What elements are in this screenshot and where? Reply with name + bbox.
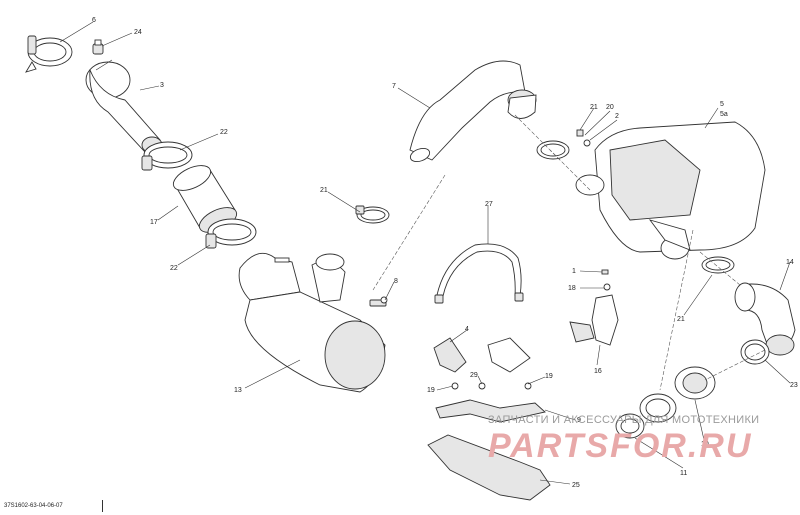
drawing-id: 37S1602-63-04-06-07 <box>4 503 63 509</box>
watermark-logo: PARTSFOR.RU <box>488 427 752 465</box>
callout-1: 1 <box>572 268 576 275</box>
callout-19-left: 19 <box>427 387 435 394</box>
part-21-clamp-right-top <box>536 140 570 160</box>
part-18-nut <box>603 283 611 291</box>
part-20-nut <box>576 129 584 137</box>
callout-22-lower: 22 <box>170 265 178 272</box>
part-4-heat-shields <box>433 337 531 373</box>
callout-21-right: 21 <box>677 316 685 323</box>
part-21-clamp-center <box>355 205 390 224</box>
part-7-tube <box>409 60 537 163</box>
callout-29: 29 <box>470 372 478 379</box>
callout-11: 11 <box>680 470 687 477</box>
part-27-strap <box>434 243 524 304</box>
drawing-id-divider <box>102 500 103 512</box>
callout-13: 13 <box>234 387 242 394</box>
watermark-logo-text: PARTSFOR.RU <box>488 427 752 465</box>
part-21-clamp-right <box>701 256 735 274</box>
callout-27: 27 <box>485 201 493 208</box>
callout-23: 23 <box>790 382 798 389</box>
callout-9: 9 <box>577 417 581 424</box>
part-9-plate <box>435 382 546 423</box>
callout-5a: 5a <box>720 111 728 118</box>
callout-5: 5 <box>720 101 724 108</box>
callout-20: 20 <box>606 104 614 111</box>
part-8-sensor <box>369 296 388 307</box>
part-2-washer <box>583 139 591 147</box>
callout-21-center: 21 <box>320 187 328 194</box>
watermark-caption: ЗАПЧАСТИ И АКСЕССУАРЫ ДЛЯ МОТОТЕХНИКИ <box>488 414 760 426</box>
assembly-lines <box>372 114 766 391</box>
callout-3: 3 <box>160 82 164 89</box>
part-13-muffler <box>238 252 386 393</box>
callout-7: 7 <box>392 83 396 90</box>
callout-6-top: 6 <box>92 17 96 24</box>
leader-lines <box>59 21 791 469</box>
callout-16: 16 <box>594 368 602 375</box>
callout-25: 25 <box>572 482 580 489</box>
part-22-clamp-lower <box>205 218 257 249</box>
callout-21-right-top: 21 <box>590 104 598 111</box>
callout-labels: 6 24 3 22 17 22 13 7 21 8 27 21 20 2 5 5… <box>92 17 798 489</box>
callout-2: 2 <box>615 113 619 120</box>
callout-18: 18 <box>568 285 576 292</box>
callout-24: 24 <box>134 29 142 36</box>
part-25-lower-shield <box>427 434 571 501</box>
part-5-silencer-box <box>575 121 766 260</box>
callout-17: 17 <box>150 219 158 226</box>
part-11-gasket <box>615 413 645 439</box>
part-16-bracket <box>569 294 619 346</box>
callout-8: 8 <box>394 278 398 285</box>
part-22-clamp-upper <box>141 141 193 171</box>
part-10-flange <box>639 366 716 423</box>
part-23-clamp <box>740 339 770 365</box>
part-1-screw <box>601 269 609 275</box>
part-24-grommet <box>92 39 104 55</box>
callout-19-right: 19 <box>545 373 553 380</box>
callout-10: 10 <box>701 441 709 448</box>
part-6-clamp <box>25 35 73 73</box>
part-3-exhaust-pipe <box>85 59 163 154</box>
callout-14: 14 <box>786 259 794 266</box>
callout-4: 4 <box>465 326 469 333</box>
part-14-elbow <box>734 282 796 356</box>
callout-22-upper: 22 <box>220 129 228 136</box>
